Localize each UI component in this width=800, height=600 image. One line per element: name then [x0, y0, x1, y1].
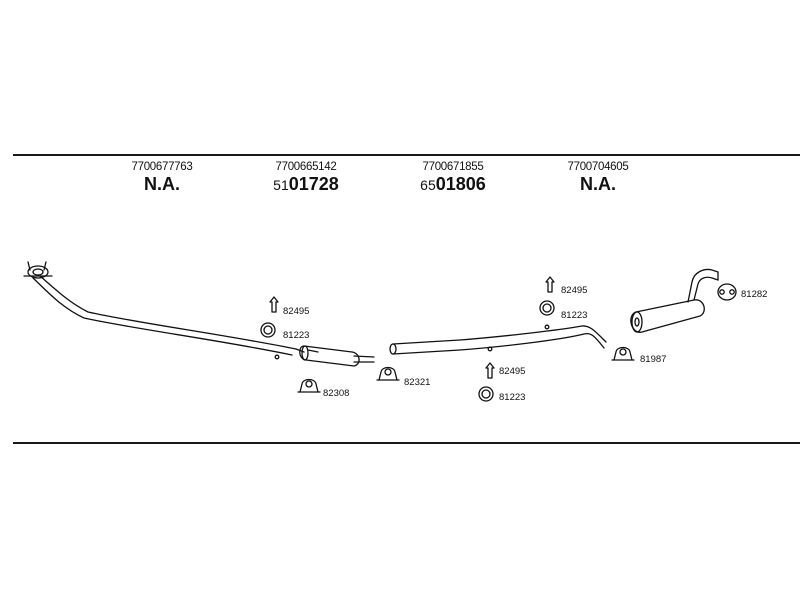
rubber-ring-center-lower	[478, 386, 494, 402]
hanger-hook-front	[269, 296, 279, 313]
label-hanger-front: 82495	[283, 306, 309, 317]
bottom-divider-line	[13, 442, 800, 444]
clamp-front	[297, 378, 321, 393]
part-reference: N.A.	[144, 174, 180, 194]
front-silencer-header: 7700665142 5101728	[256, 161, 356, 195]
oe-number: 7700671855	[422, 161, 484, 173]
part-reference: 5101728	[273, 174, 339, 194]
label-clamp-middle: 82321	[404, 377, 430, 388]
front-silencer	[295, 345, 375, 367]
part-reference: N.A.	[580, 174, 616, 194]
label-clamp-front: 82308	[323, 388, 349, 399]
label-ring-center-upper: 81223	[561, 310, 587, 321]
part-reference: 6501806	[420, 174, 486, 194]
label-clamp-rear: 81987	[640, 354, 666, 365]
center-pipe-header: 7700671855 6501806	[403, 161, 503, 195]
front-downpipe	[23, 261, 297, 360]
rear-silencer-header: 7700704605 N.A.	[548, 161, 648, 195]
clamp-rear	[611, 346, 635, 361]
oe-number: 7700677763	[131, 161, 193, 173]
label-hanger-center-lower: 82495	[499, 366, 525, 377]
center-pipe	[389, 324, 607, 355]
clamp-middle	[376, 366, 400, 381]
top-divider-line	[13, 154, 800, 156]
label-hanger-center-upper: 82495	[561, 285, 587, 296]
label-ring-center-lower: 81223	[499, 392, 525, 403]
oe-number: 7700665142	[275, 161, 337, 173]
rear-rubber-mount	[717, 283, 737, 301]
hanger-hook-center-lower	[485, 362, 495, 379]
hanger-hook-center-upper	[545, 276, 555, 293]
front-pipe-header: 7700677763 N.A.	[112, 161, 212, 195]
label-ring-front: 81223	[283, 330, 309, 341]
rear-silencer	[630, 268, 719, 333]
oe-number: 7700704605	[567, 161, 629, 173]
label-rear-mount: 81282	[741, 289, 767, 300]
rubber-ring-center-upper	[539, 300, 555, 316]
rubber-ring-front	[260, 322, 276, 338]
